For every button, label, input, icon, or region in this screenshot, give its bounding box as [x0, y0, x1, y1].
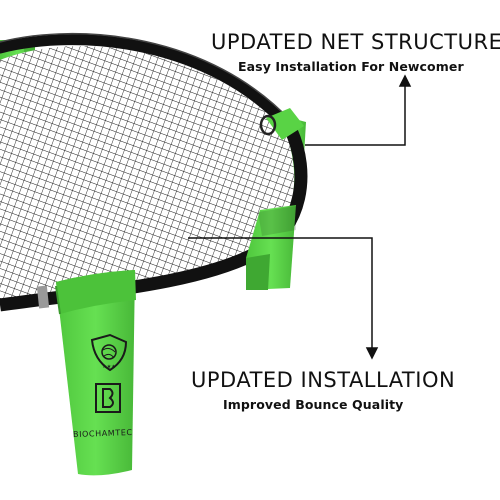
front-leg: ★★★ [55, 270, 136, 476]
shield-logo-icon: ★★★ [90, 333, 128, 372]
net-structure-title: UPDATED NET STRUCTURE [211, 30, 500, 54]
installation-callout-arrow [188, 237, 379, 360]
front-right-leg [246, 205, 296, 290]
svg-text:★★★: ★★★ [102, 364, 116, 370]
installation-title: UPDATED INSTALLATION [191, 368, 456, 392]
net-structure-subtitle: Easy Installation For Newcomer [238, 59, 464, 74]
net-callout-arrow [305, 74, 412, 146]
installation-subtitle: Improved Bounce Quality [223, 397, 404, 412]
rim-bracket [259, 108, 304, 140]
brand-badge-icon [95, 383, 121, 413]
